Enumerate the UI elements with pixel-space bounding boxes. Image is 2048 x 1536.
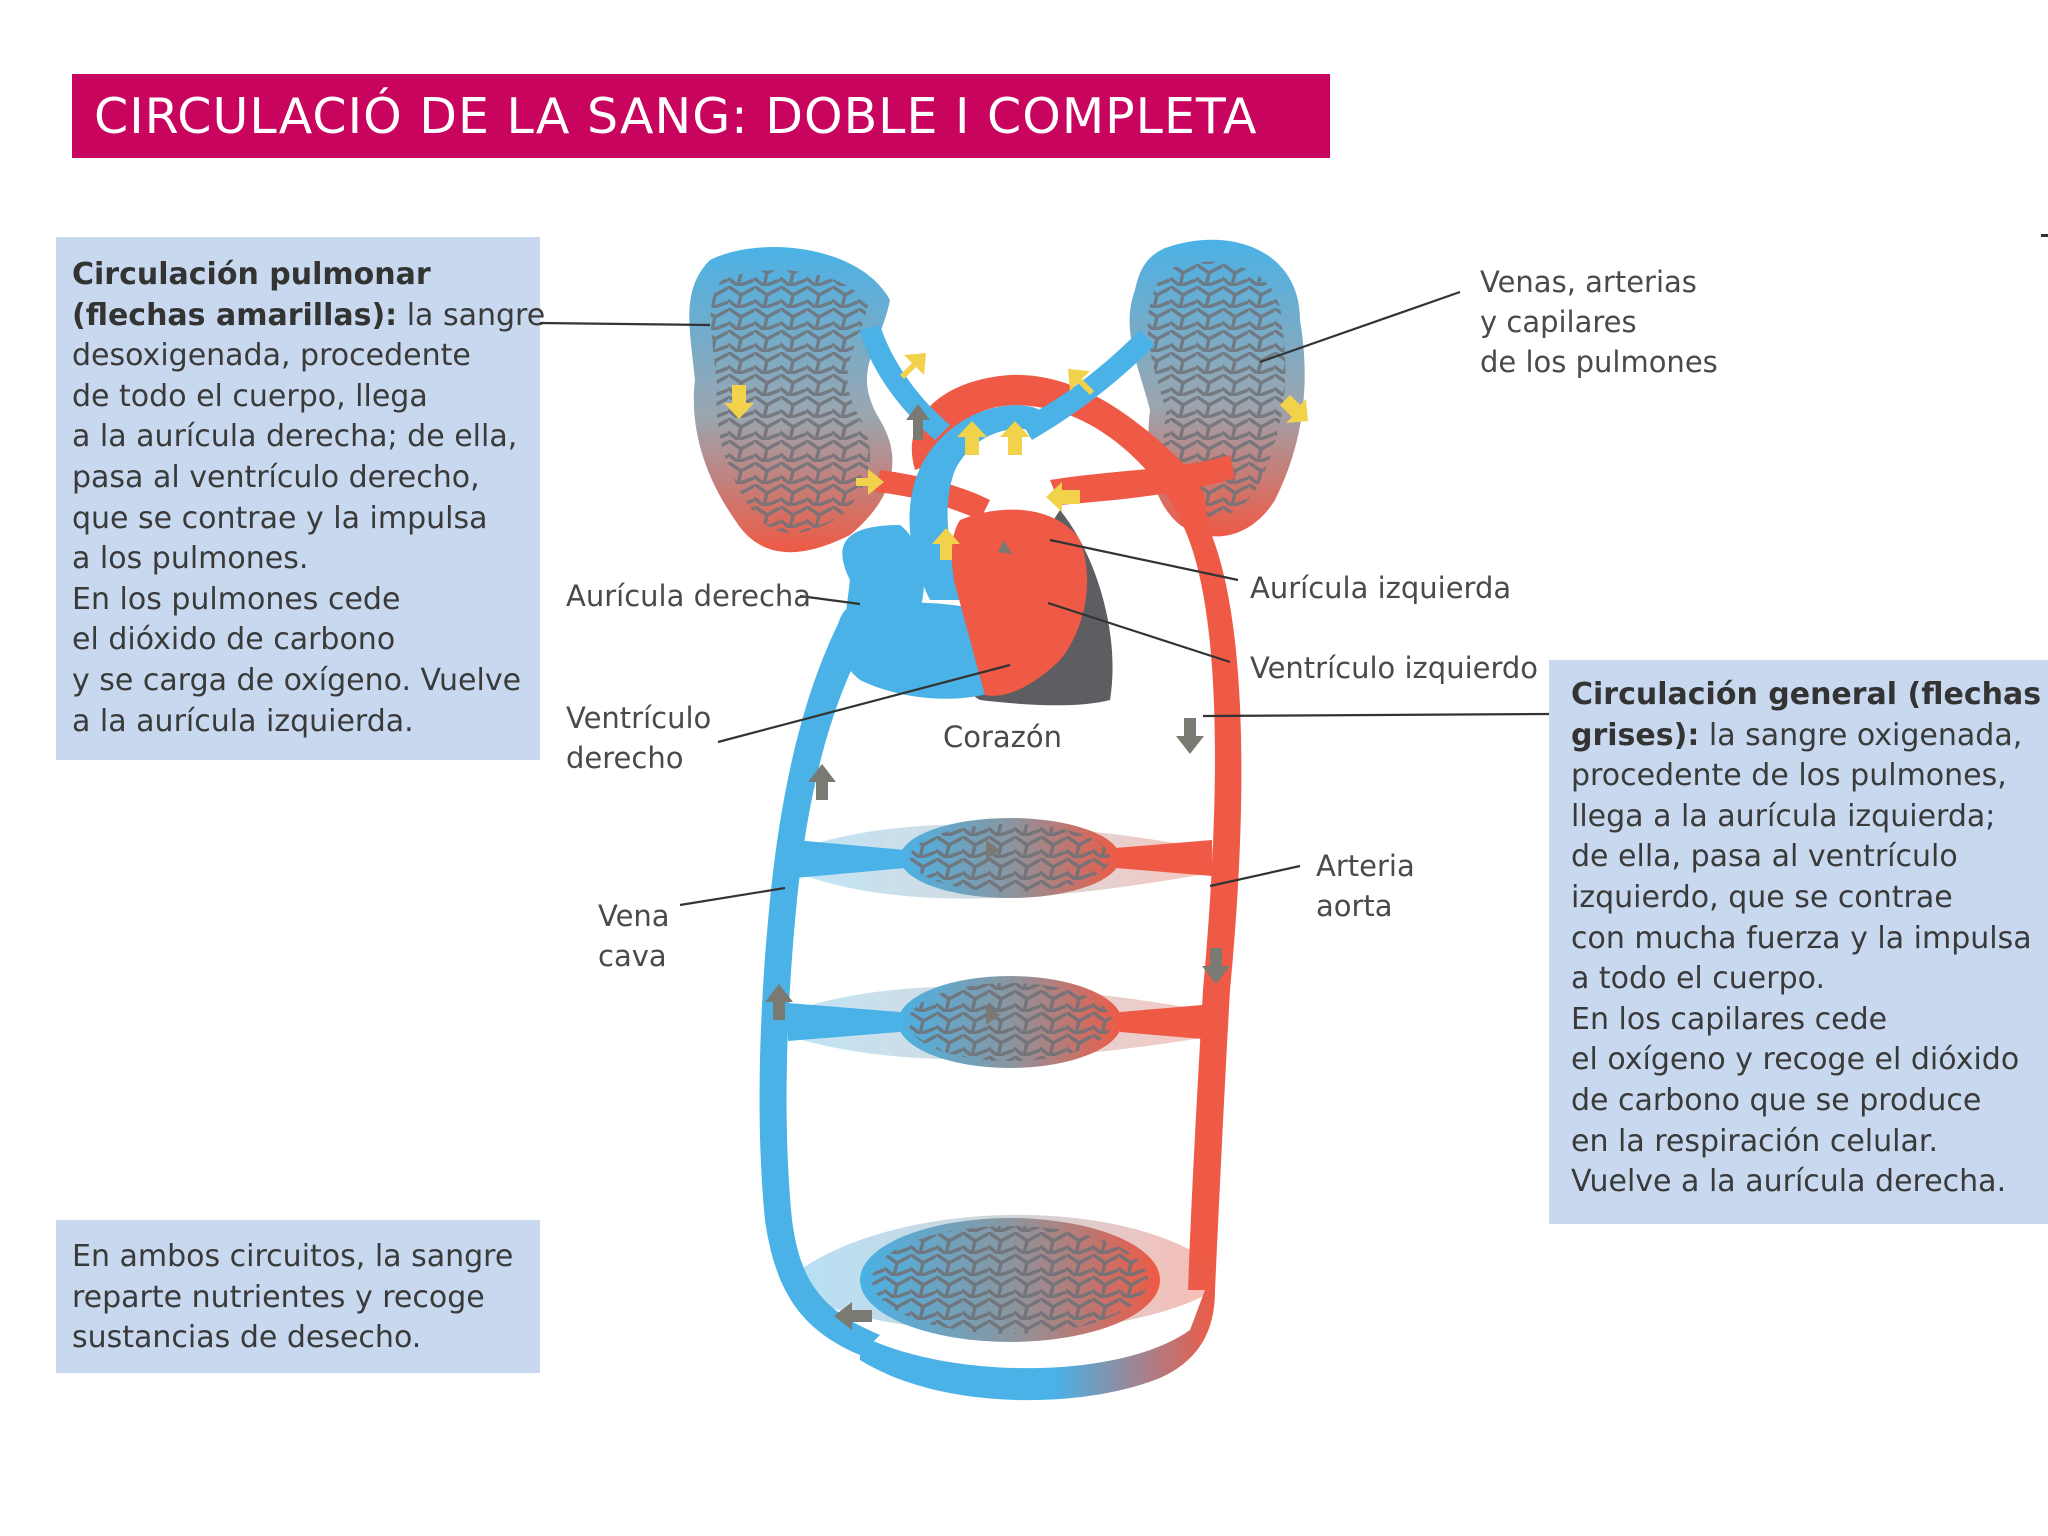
pulmonary-line: de todo el cuerpo, llega [72,378,428,414]
right-ventricle-label: Ventrículo derecho [566,698,711,778]
left-lung-capillaries [689,247,893,553]
pulmonary-heading: Circulación pulmonar [72,257,431,292]
general-circulation-box: Circulación general (flechas grises): la… [1549,660,2048,1224]
general-line: en la respiración celular. [1571,1123,1938,1159]
general-line: En los capilares cede [1571,1001,1888,1037]
pulmonary-line: que se contrae y la impulsa [72,500,488,536]
page-title: CIRCULACIÓ DE LA SANG: DOBLE I COMPLETA [72,74,1330,158]
capillary-bed-3 [800,1214,1215,1342]
left-heart [951,509,1088,696]
pulmonary-circulation-box: Circulación pulmonar (flechas amarillas)… [56,237,546,760]
general-heading-line2: grises): la sangre oxigenada, [1571,717,2023,753]
general-line: izquierdo, que se contrae [1571,879,1953,915]
left-atrium-label: Aurícula izquierda [1250,571,1512,605]
aorta-label: Arteria aorta [1316,846,1415,926]
pulmonary-line: a la aurícula izquierda. [72,703,414,739]
page-title-text: CIRCULACIÓ DE LA SANG: DOBLE I COMPLETA [94,87,1258,145]
vena-cava-label-line: cava [598,939,667,973]
pulmonary-line: En los pulmones cede [72,581,401,617]
general-line: de carbono que se produce [1571,1082,1982,1118]
bottom-loop-vessel [860,1290,1215,1401]
lung-vessels-label: Venas, arterias y capilares de los pulmo… [1480,262,1718,382]
general-line: Vuelve a la aurícula derecha. [1571,1164,2007,1200]
pulmonary-line: y se carga de oxígeno. Vuelve [72,662,522,698]
right-ventricle-label-line: derecho [566,741,684,775]
both-circuits-box: En ambos circuitos, la sangre reparte nu… [56,1220,540,1373]
general-line: llega a la aurícula izquierda; [1571,798,1996,834]
general-line: procedente de los pulmones, [1571,758,2007,794]
pulmonary-vein-right [1050,455,1235,505]
both-circuits-line: En ambos circuitos, la sangre [72,1239,514,1274]
edge-rule [2041,234,2048,237]
capillary-bed-2 [785,976,1220,1068]
heart-label: Corazón [943,720,1063,754]
vena-cava-vessel [759,620,880,1355]
lung-vessels-label-line: de los pulmones [1480,345,1718,379]
general-line: de ella, pasa al ventrículo [1571,839,1958,875]
lung-vessels-label-line: y capilares [1480,305,1637,339]
pulmonary-line: a los pulmones. [72,541,309,577]
aorta-label-line: aorta [1316,889,1393,923]
vena-cava-label-line: Vena [598,899,670,933]
capillary-bed-1 [795,818,1215,899]
aorta-label-line: Arteria [1316,849,1415,883]
general-line: con mucha fuerza y la impulsa [1571,920,2032,956]
leader-lines [539,290,1550,907]
general-line: a todo el cuerpo. [1571,961,1826,997]
left-ventricle-label: Ventrículo izquierdo [1250,651,1539,685]
systemic-arrows [765,404,1230,1330]
right-atrium-label: Aurícula derecha [566,579,812,613]
both-circuits-line: sustancias de desecho. [72,1320,422,1356]
heart [836,509,1113,706]
general-line: el oxígeno y recoge el dióxido [1571,1042,2020,1078]
pulmonary-arrows [724,353,1308,560]
vena-cava-label: Vena cava [598,896,670,976]
pulmonary-line: desoxigenada, procedente [72,338,471,374]
right-ventricle-label-line: Ventrículo [566,701,712,735]
pulmonary-heading-line2: (flechas amarillas): la sangre [72,297,546,333]
pulmonary-line: pasa al ventrículo derecho, [72,459,480,495]
pulmonary-line: a la aurícula derecha; de ella, [72,419,518,455]
pulmonary-line: el dióxido de carbono [72,622,396,658]
aorta-vessel [1185,520,1242,1290]
both-circuits-line: reparte nutrientes y recoge [72,1279,485,1315]
branch-vessels [788,840,1226,1041]
lung-vessels-label-line: Venas, arterias [1480,265,1697,299]
general-heading: Circulación general (flechas [1571,677,2042,712]
pulmonary-artery-left-branch [860,325,950,440]
